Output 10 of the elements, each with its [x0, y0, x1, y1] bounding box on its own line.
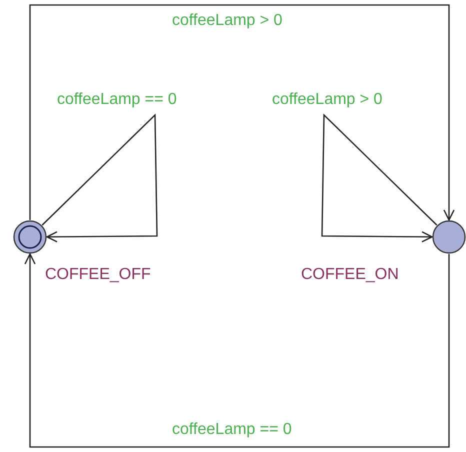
transition-arrow [321, 113, 438, 242]
transition-arrow [42, 113, 158, 242]
location-name: COFFEE_OFF [45, 266, 151, 284]
guard-label: coffeeLamp == 0 [170, 421, 294, 439]
transition-arrow [24, 253, 450, 448]
location-name: COFFEE_ON [301, 266, 399, 284]
transition-arrow [29, 4, 455, 221]
guard-label: coffeeLamp == 0 [55, 91, 179, 109]
guard-label: coffeeLamp > 0 [170, 12, 284, 30]
guard-label: coffeeLamp > 0 [270, 91, 384, 109]
